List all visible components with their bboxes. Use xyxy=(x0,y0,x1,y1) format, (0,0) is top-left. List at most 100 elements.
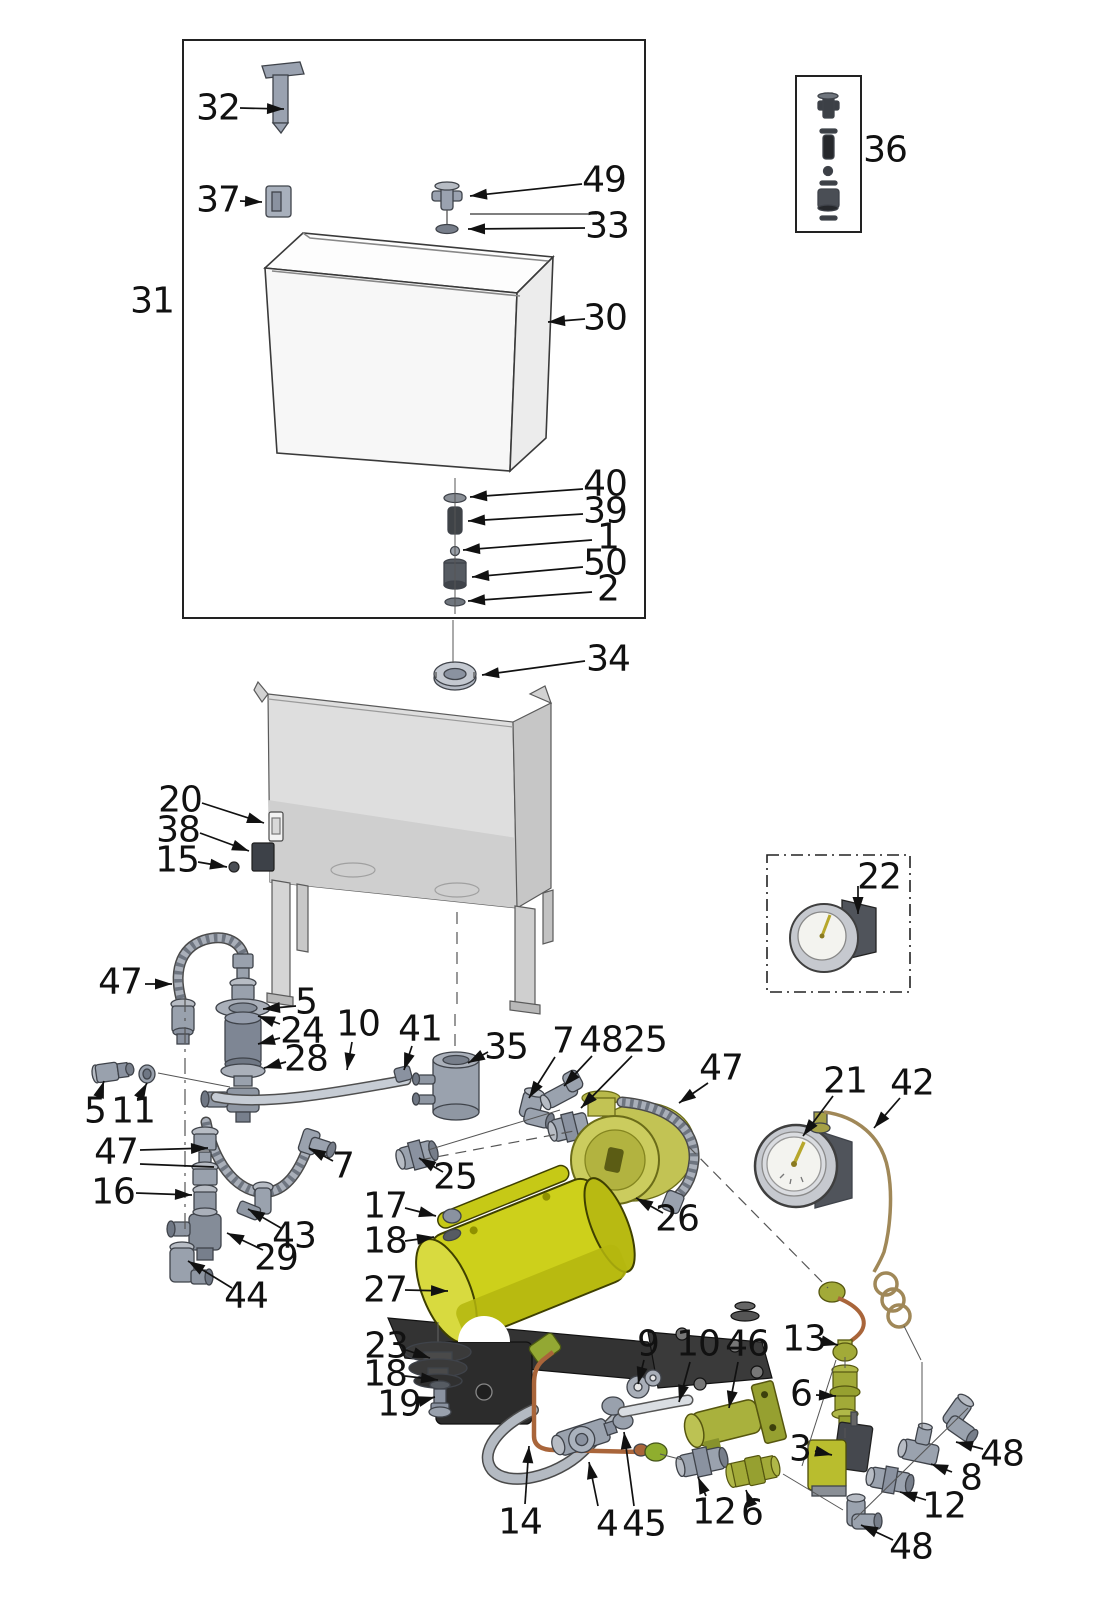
clip-38 xyxy=(251,842,275,872)
part-callout-29: 29 xyxy=(254,1238,298,1279)
bottom-valve-train xyxy=(481,1332,787,1488)
pump-head-group xyxy=(518,1069,700,1243)
elbow-44 xyxy=(169,1241,214,1286)
part-callout-47: 47 xyxy=(94,1132,138,1173)
leader-arrowhead xyxy=(548,315,566,327)
leader-arrowhead xyxy=(852,897,864,914)
part-callout-47: 47 xyxy=(98,962,142,1003)
gauge-21 xyxy=(753,1123,839,1209)
leader-arrowhead xyxy=(581,1092,597,1108)
right-fitting-cluster xyxy=(846,1393,979,1530)
bolt-19 xyxy=(428,1388,452,1418)
check-valve-6 xyxy=(725,1454,781,1488)
coupler-25-left xyxy=(395,1139,439,1171)
inset-box-36 xyxy=(795,75,862,233)
part-callout-31: 31 xyxy=(130,281,174,322)
green-nut xyxy=(644,1442,668,1462)
part-callout-3: 3 xyxy=(789,1429,811,1470)
part-callout-14: 14 xyxy=(498,1502,542,1543)
leader-arrowhead xyxy=(956,1440,974,1452)
part-callout-28: 28 xyxy=(284,1039,328,1080)
leader-arrowhead xyxy=(227,1233,245,1246)
part-callout-42: 42 xyxy=(890,1063,934,1104)
part-callout-15: 15 xyxy=(155,840,199,881)
leader-line xyxy=(469,488,584,498)
leader-arrowhead xyxy=(931,1464,949,1476)
check-valve-6-upper xyxy=(829,1364,861,1429)
tee-8 xyxy=(897,1422,940,1466)
inset-box-22 xyxy=(766,854,911,993)
part-callout-43: 43 xyxy=(272,1216,316,1257)
coupler-12b xyxy=(865,1465,915,1495)
braided-hose-47c xyxy=(621,1098,699,1201)
gauge-21-group xyxy=(753,1110,912,1329)
water-tank-30 xyxy=(263,232,555,473)
leader-line xyxy=(481,660,586,676)
construction-line xyxy=(853,1407,969,1521)
leader-arrowhead xyxy=(636,1366,648,1384)
part-callout-50: 50 xyxy=(583,543,627,584)
part-callout-13: 13 xyxy=(782,1319,826,1360)
part-callout-48: 48 xyxy=(579,1020,623,1061)
leader-arrowhead xyxy=(874,1111,890,1128)
part-callout-22: 22 xyxy=(857,857,901,898)
part-callout-39: 39 xyxy=(583,491,627,532)
leader-arrowhead xyxy=(258,1034,276,1045)
leader-arrowhead xyxy=(418,1206,436,1218)
leader-arrowhead xyxy=(470,490,488,502)
construction-line xyxy=(687,1145,829,1289)
nut-17 xyxy=(442,1208,462,1224)
leader-arrowhead xyxy=(818,1389,836,1401)
part-callout-25: 25 xyxy=(623,1020,667,1061)
part-callout-36: 36 xyxy=(863,130,907,171)
part-callout-17: 17 xyxy=(363,1186,407,1227)
solenoid-46 xyxy=(683,1380,787,1454)
clip-37 xyxy=(265,185,292,218)
part-callout-7: 7 xyxy=(332,1146,354,1187)
part-callout-35: 35 xyxy=(484,1027,528,1068)
construction-line xyxy=(419,1130,575,1161)
bolt-18a xyxy=(442,1228,462,1242)
leader-arrowhead xyxy=(678,1384,689,1402)
leader-arrowhead xyxy=(188,1261,206,1275)
part-callout-5: 5 xyxy=(295,982,317,1023)
leader-arrowhead xyxy=(468,1049,486,1063)
part-callout-18: 18 xyxy=(363,1354,407,1395)
leader-arrowhead xyxy=(412,1347,430,1358)
leader-arrowhead xyxy=(468,514,486,526)
leader-arrowhead xyxy=(264,1058,282,1069)
elbow-48-mid xyxy=(539,1069,584,1111)
part-callout-18: 18 xyxy=(363,1221,407,1262)
part-callout-46: 46 xyxy=(725,1324,769,1365)
valve-kit-36 xyxy=(817,92,840,221)
leader-arrowhead xyxy=(522,1446,534,1464)
leader-arrowhead xyxy=(244,195,262,207)
tank-nut-34 xyxy=(433,661,477,691)
leader-arrowhead xyxy=(309,1148,327,1161)
leader-arrowhead xyxy=(564,1069,580,1086)
leader-arrowhead xyxy=(419,1158,437,1172)
part-callout-21: 21 xyxy=(823,1061,867,1102)
part-callout-20: 20 xyxy=(158,780,202,821)
part-callout-24: 24 xyxy=(280,1011,324,1052)
mount-pin-32 xyxy=(261,61,305,135)
leader-arrowhead xyxy=(258,1016,276,1027)
washer-33 xyxy=(435,223,459,235)
coupler-12 xyxy=(675,1446,729,1478)
leader-arrowhead xyxy=(190,1143,208,1154)
tube-10 xyxy=(212,1076,410,1105)
leader-arrowhead xyxy=(726,1390,738,1408)
part-callout-38: 38 xyxy=(156,810,200,851)
fitting-5 xyxy=(91,1061,135,1084)
part-callout-33: 33 xyxy=(585,206,629,247)
leader-arrowhead xyxy=(248,1209,266,1223)
gauge-22 xyxy=(789,899,877,973)
leader-arrowhead xyxy=(93,1081,104,1099)
leader-arrowhead xyxy=(746,1490,758,1508)
part-callout-47: 47 xyxy=(699,1048,743,1089)
leader-arrowhead xyxy=(803,1119,818,1136)
copper-s-bend xyxy=(837,1296,866,1347)
valve-4 xyxy=(551,1418,619,1456)
part-callout-8: 8 xyxy=(960,1458,982,1499)
